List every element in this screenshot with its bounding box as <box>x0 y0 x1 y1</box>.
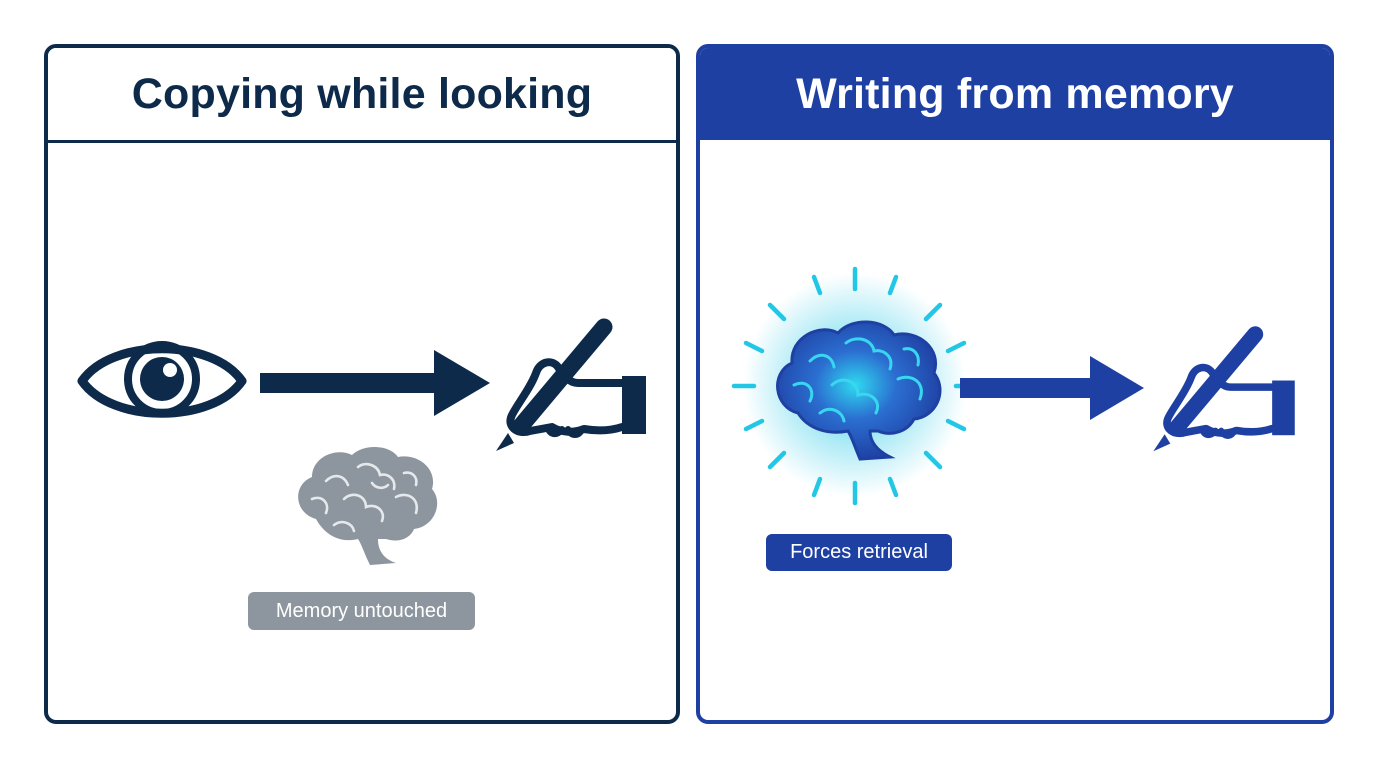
arrow-right-icon <box>960 356 1144 420</box>
forces-retrieval-badge: Forces retrieval <box>766 534 952 571</box>
memory-untouched-badge: Memory untouched <box>248 592 475 630</box>
writing-hand-icon <box>496 318 646 451</box>
panel-body: Forces retrieval <box>700 143 1330 720</box>
brain-icon <box>298 446 438 565</box>
panel-title: Writing from memory <box>700 48 1330 140</box>
arrow-right-icon <box>260 350 490 416</box>
glowing-brain-icon <box>731 266 979 506</box>
writing-hand-icon <box>1153 326 1295 452</box>
panel-body: Memory untouched <box>48 143 676 720</box>
copying-panel: Copying while looking <box>44 44 680 724</box>
eye-icon <box>77 341 247 418</box>
panel-title: Copying while looking <box>48 48 676 143</box>
memory-panel: Writing from memory <box>696 44 1334 724</box>
